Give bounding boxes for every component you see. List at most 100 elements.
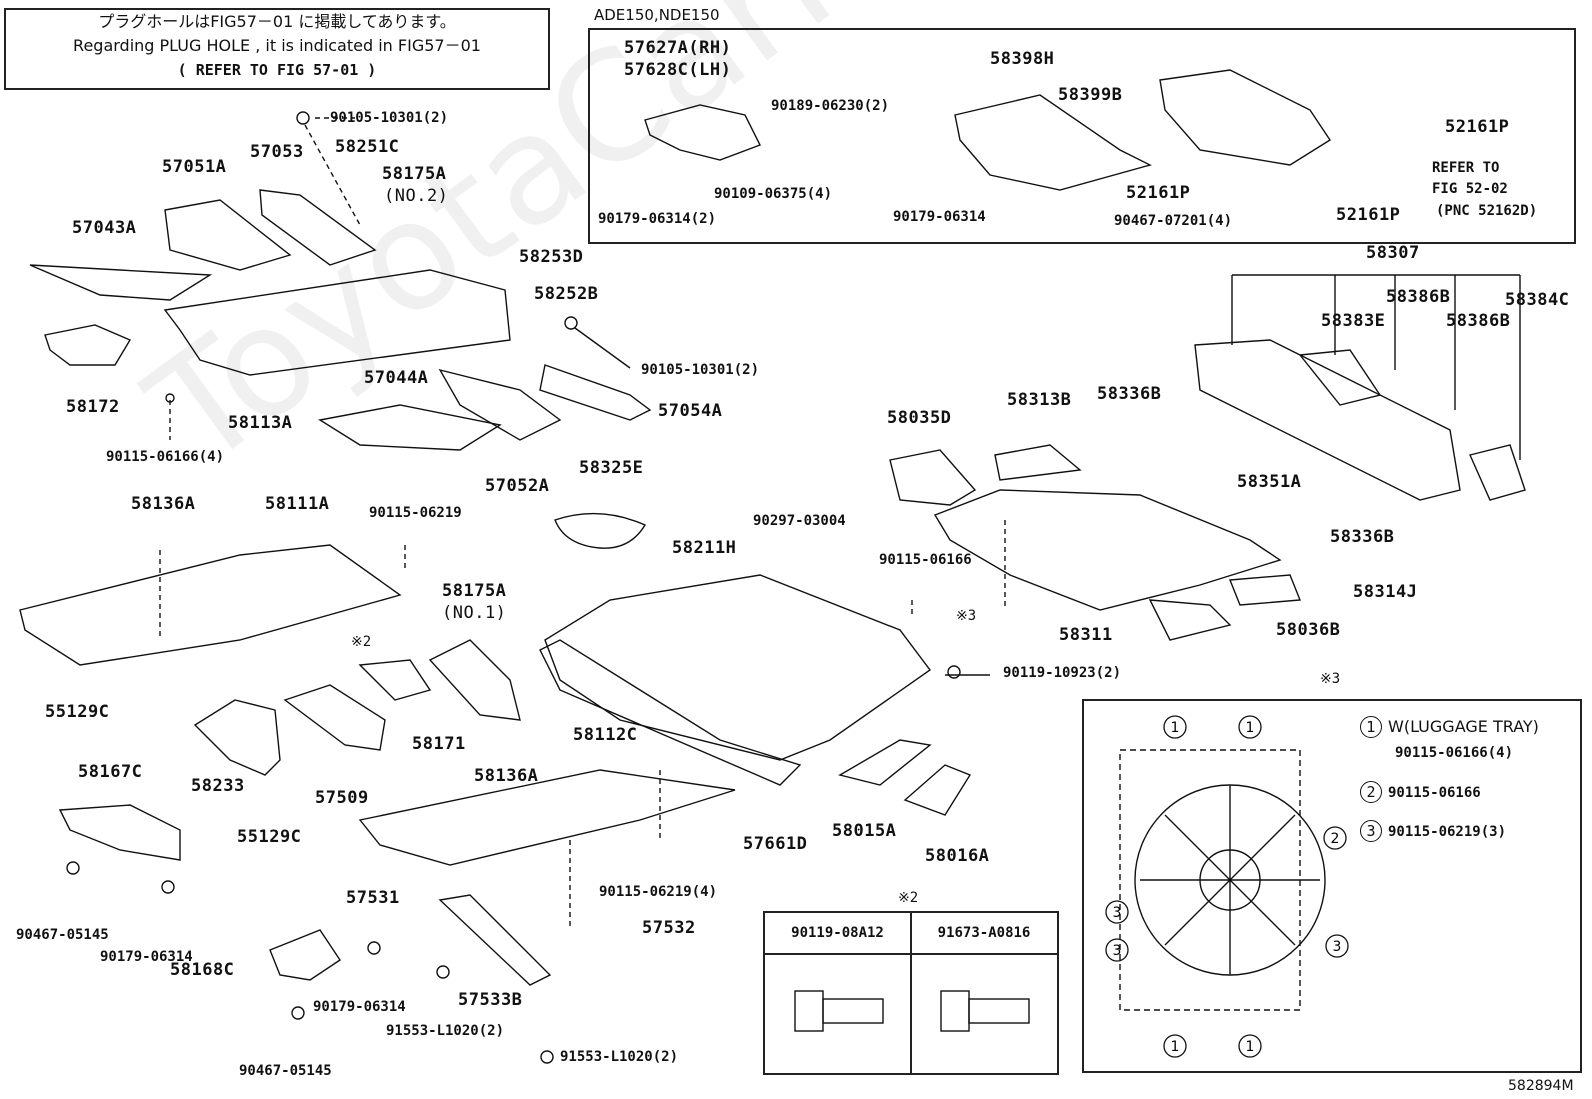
label-p51: 58336B	[1097, 384, 1162, 404]
label-90189: 90189-06230(2)	[771, 98, 890, 114]
label-p17: 58111A	[265, 494, 330, 514]
label-p48: 90119-10923(2)	[1003, 665, 1122, 681]
part-57054A-shape	[539, 364, 652, 421]
legend3-mark: ※3	[1320, 671, 1341, 687]
part-58112C-shape	[358, 769, 736, 866]
label-52161P-b: 52161P	[1126, 183, 1191, 203]
part-58314J-shape	[1228, 574, 1302, 606]
label-52161P-a: 52161P	[1445, 117, 1510, 137]
part-58175A-no1-shape	[428, 639, 521, 721]
label-p15: 57052A	[485, 476, 550, 496]
part-58172-shape	[44, 324, 132, 366]
part-57053-shape	[259, 189, 377, 266]
part-58325E-shape	[554, 512, 647, 549]
label-p10: 58172	[66, 397, 120, 417]
label-p41: 58325E	[579, 458, 644, 478]
bolt-91553-shape	[436, 965, 450, 979]
inset-frame-luggage	[1082, 699, 1582, 1073]
legend3-item1-text: W(LUGGAGE TRAY)	[1388, 717, 1539, 736]
part-57627A-shape	[644, 104, 761, 161]
label-p26: 58167C	[78, 762, 143, 782]
label-p32: 57531	[346, 888, 400, 908]
bolt-90119-shape	[947, 665, 961, 679]
part-58015A-shape	[838, 739, 932, 786]
bolt-table: 90119-08A12 91673-A0816	[763, 911, 1059, 1075]
label-p49: 58035D	[887, 408, 952, 428]
label-90109: 90109-06375(4)	[714, 186, 833, 202]
label-p14: 90115-06166(4)	[106, 449, 225, 465]
label-p40: 90115-06219(4)	[599, 884, 718, 900]
nut-90467b-shape	[291, 1006, 305, 1020]
label-p44: 90115-06166	[879, 552, 972, 568]
label-p4: 58175A	[382, 164, 447, 184]
part-58313B-shape	[994, 444, 1082, 481]
label-p18: 90115-06219	[369, 505, 462, 521]
label-p58: 58307	[1366, 243, 1420, 263]
clip-90179-shape	[161, 880, 175, 894]
label-p3: 57051A	[162, 157, 227, 177]
table2-col2: 91673-A0816	[937, 925, 1031, 941]
legend3-circle-3: 3	[1360, 820, 1382, 842]
dash-leaders	[159, 117, 1006, 930]
label-pnc: (PNC 52162D)	[1436, 203, 1538, 219]
part-57533B-shape	[438, 894, 552, 986]
label-p54: 58314J	[1353, 582, 1418, 602]
part-58036B-shape	[1148, 599, 1232, 641]
part-58233-shape	[193, 699, 281, 776]
label-p55: 58311	[1059, 625, 1113, 645]
part-57661D-shape	[539, 639, 802, 786]
label-57628C: 57628C(LH)	[624, 60, 732, 80]
figure-id: 582894M	[1508, 1078, 1574, 1094]
legend3-circle-1: 1	[1360, 716, 1382, 738]
bolt-90105-shape	[296, 111, 310, 125]
label-p37: 90467-05145	[239, 1063, 332, 1079]
label-58398H: 58398H	[990, 49, 1055, 69]
part-57051A-shape	[164, 199, 292, 271]
label-p16: 58136A	[131, 494, 196, 514]
note-line-jp: プラグホールはFIG57－01 に掲載してあります。	[98, 12, 456, 31]
label-57627A: 57627A(RH)	[624, 38, 732, 58]
label-p50: 58313B	[1007, 390, 1072, 410]
label-p27: 58136A	[474, 766, 539, 786]
part-58113A-shape	[163, 269, 511, 376]
note-line-refer: ( REFER TO FIG 57-01 )	[177, 61, 377, 79]
label-p1: 57053	[250, 142, 304, 162]
label-p39: 91553-L1020(2)	[560, 1049, 679, 1065]
part-58035D-shape	[889, 449, 977, 506]
label-90467-07201: 90467-07201(4)	[1114, 213, 1233, 229]
part-58383E-shape	[1298, 349, 1382, 406]
label-p5: (NO.2)	[384, 186, 449, 206]
bolt-90105b-shape	[564, 316, 578, 330]
legend3-item1-part: 90115-06166(4)	[1395, 745, 1514, 761]
label-fig52: FIG 52-02	[1432, 181, 1508, 197]
label-p56: 58036B	[1276, 620, 1341, 640]
clip-90179b-shape	[367, 941, 381, 955]
label-p46: 58015A	[832, 821, 897, 841]
label-58399B: 58399B	[1058, 85, 1123, 105]
part-58384C-shape	[1469, 444, 1526, 501]
label-p13: 57054A	[658, 401, 723, 421]
label-p29: 55129C	[237, 827, 302, 847]
label-52161P-c: 52161P	[1336, 205, 1401, 225]
legend3-circle-2: 2	[1360, 781, 1382, 803]
label-p2: 58251C	[335, 137, 400, 157]
part-58399B-shape	[1159, 69, 1331, 166]
label-p47: 58016A	[925, 846, 990, 866]
label-p8: 58252B	[534, 284, 599, 304]
label-90179-2: 90179-06314(2)	[598, 211, 717, 227]
inset-title: ADE150,NDE150	[594, 6, 720, 24]
label-p31: 90179-06314	[100, 949, 193, 965]
part-58111A-shape	[19, 544, 402, 666]
bolt-drawings	[794, 990, 1030, 1032]
table2-col1: 90119-08A12	[791, 925, 884, 941]
table2-hdr-line	[765, 953, 1057, 955]
label-p36: 57533B	[458, 990, 523, 1010]
part-58171-shape	[358, 659, 432, 701]
table2-divider	[910, 913, 912, 1073]
inset-frame-top	[588, 28, 1576, 244]
leader-lines	[574, 274, 1521, 676]
label-refer-to: REFER TO	[1432, 160, 1500, 176]
